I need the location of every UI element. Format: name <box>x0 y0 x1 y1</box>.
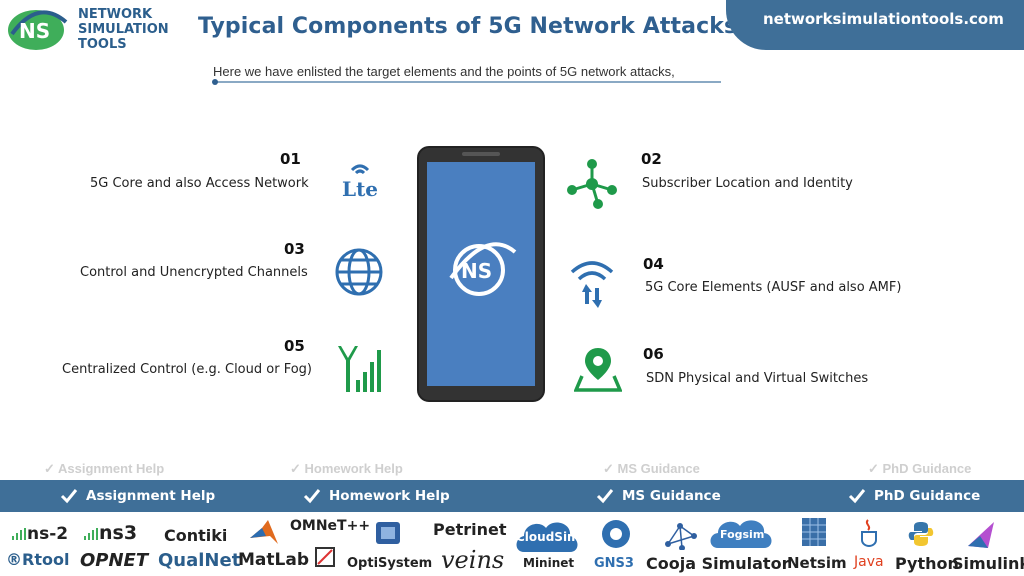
item-01-label: 5G Core and also Access Network <box>90 176 309 191</box>
tool-opnet: OPNET <box>80 550 149 571</box>
tool-cloudsim: CloudSim <box>516 530 580 544</box>
logo-line-1: NETWORK <box>78 7 153 22</box>
item-06-number: 06 <box>643 345 664 363</box>
tool-petrinet: Petrinet <box>433 520 507 539</box>
item-02-number: 02 <box>641 150 662 168</box>
logo-wordmark: NETWORK SIMULATION TOOLS <box>78 7 169 52</box>
item-06-label: SDN Physical and Virtual Switches <box>646 371 869 386</box>
tool-matlab: MatLab <box>238 550 309 570</box>
lte-text: Lte <box>342 177 378 200</box>
tool-fogsim: Fogsim <box>720 528 765 541</box>
cloud-icon <box>516 522 578 552</box>
signal-tower-icon <box>338 346 381 392</box>
ms-guidance-link[interactable]: MS Guidance <box>596 484 721 508</box>
item-02-label: Subscriber Location and Identity <box>642 176 853 191</box>
assignment-help-link[interactable]: Assignment Help <box>60 484 215 508</box>
homework-help-label: Homework Help <box>329 488 450 504</box>
logo-line-3: TOOLS <box>78 37 127 52</box>
item-04-number: 04 <box>643 255 664 273</box>
item-05-number: 05 <box>284 337 305 355</box>
signal-bars-icon <box>12 528 26 540</box>
check-icon <box>303 489 321 504</box>
check-icon <box>60 489 78 504</box>
item-03-number: 03 <box>284 240 305 258</box>
r-icon: ® <box>6 550 22 569</box>
python-icon <box>908 522 934 546</box>
item-04-label: 5G Core Elements (AUSF and also AMF) <box>645 280 902 295</box>
ghost-assignment-help: ✓ Assignment Help <box>44 461 165 476</box>
phd-guidance-label: PhD Guidance <box>874 488 981 504</box>
simulink-icon <box>968 522 994 548</box>
gns3-icon <box>602 520 630 548</box>
ns-badge-icon: NS <box>8 10 68 50</box>
tool-ns3: ns3 <box>99 522 138 544</box>
phone-logo-text: NS <box>461 259 492 283</box>
tool-contiki: Contiki <box>164 526 228 545</box>
tool-cooja: Cooja Simulator <box>646 554 790 573</box>
item-01-number: 01 <box>280 150 301 168</box>
lte-icon: Lte <box>342 164 378 200</box>
network-nodes-icon <box>567 159 617 209</box>
signal-bars-icon <box>84 528 98 540</box>
tool-mininet: Mininet <box>523 556 575 570</box>
fog-cloud-icon <box>710 520 772 548</box>
netsim-icon <box>802 518 826 546</box>
tool-simulink: Simulink <box>952 554 1024 573</box>
chip-icon <box>376 522 400 544</box>
java-cup-icon <box>861 519 877 548</box>
ghost-homework-help: ✓ Homework Help <box>290 461 403 476</box>
site-tab-background <box>726 0 1024 50</box>
tool-gns3: GNS3 <box>594 556 634 571</box>
optisystem-icon <box>315 547 335 567</box>
matlab-icon <box>250 520 278 544</box>
ns-globe-icon: NS <box>449 242 517 296</box>
check-icon <box>596 489 614 504</box>
tool-veins: veins <box>441 546 505 574</box>
phone-speaker <box>462 152 500 156</box>
tool-rtool: ®Rtool <box>6 550 70 569</box>
tool-python: Python <box>895 554 959 573</box>
tool-ns2: ns-2 <box>27 524 69 544</box>
homework-help-link[interactable]: Homework Help <box>303 484 450 508</box>
phone-screen: NS <box>427 162 535 386</box>
tool-omnet: OMNeT++ <box>290 518 371 534</box>
services-banner <box>0 480 1024 512</box>
badge-text: NS <box>19 19 50 43</box>
wifi-transfer-icon <box>570 261 614 308</box>
check-icon <box>848 489 866 504</box>
site-link[interactable]: networksimulationtools.com <box>763 10 1004 28</box>
tools-strip: ns-2 ns3 Contiki OMNeT++ Petrinet ®Rtool… <box>0 514 1024 576</box>
tool-java: Java <box>854 554 884 570</box>
tool-qualnet: QualNet <box>158 550 241 571</box>
ghost-ms-guidance: ✓ MS Guidance <box>603 461 700 476</box>
graph-icon <box>665 523 697 550</box>
page-title: Typical Components of 5G Network Attacks <box>198 14 738 39</box>
tool-optisystem: OptiSystem <box>347 556 433 571</box>
subtitle-underline <box>214 81 721 83</box>
ghost-phd-guidance: ✓ PhD Guidance <box>868 461 972 476</box>
map-pin-icon <box>574 348 622 392</box>
phone-illustration: NS <box>417 146 545 402</box>
logo-line-2: SIMULATION <box>78 22 169 37</box>
phd-guidance-link[interactable]: PhD Guidance <box>848 484 980 508</box>
brand-logo: NS NETWORK SIMULATION TOOLS <box>6 4 176 54</box>
item-03-label: Control and Unencrypted Channels <box>80 265 308 280</box>
subtitle: Here we have enlisted the target element… <box>213 64 675 79</box>
ms-guidance-label: MS Guidance <box>622 488 721 504</box>
subtitle-dot <box>212 79 218 85</box>
globe-icon <box>335 248 383 296</box>
tool-netsim: Netsim <box>787 554 847 572</box>
item-05-label: Centralized Control (e.g. Cloud or Fog) <box>62 362 312 377</box>
assignment-help-label: Assignment Help <box>86 488 216 504</box>
